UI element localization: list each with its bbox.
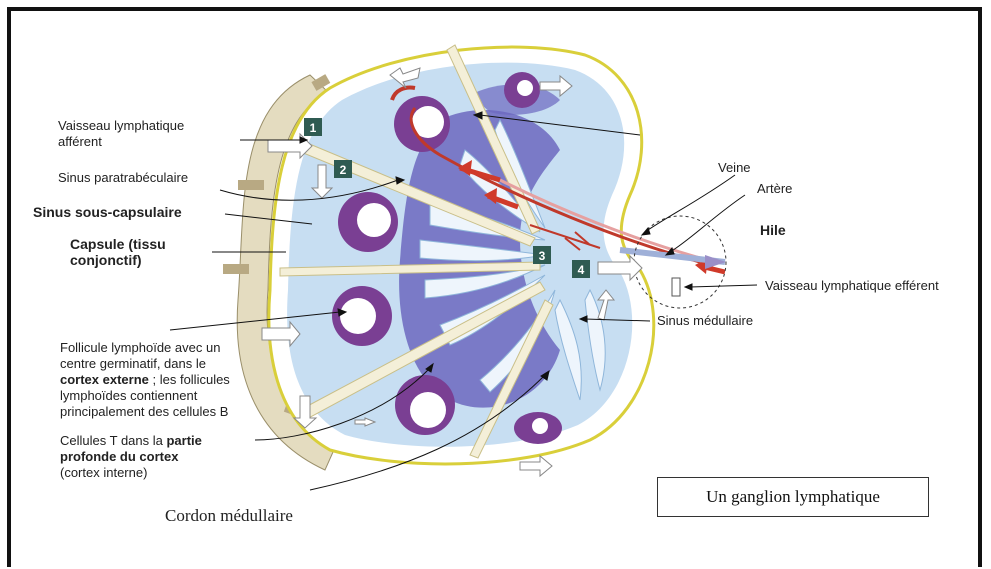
label-capsule: Capsule (tissu conjonctif) bbox=[70, 236, 166, 268]
label-cordon-medullaire: Cordon médullaire bbox=[165, 506, 293, 526]
efferent-arrow bbox=[705, 255, 726, 269]
diagram-title: Un ganglion lymphatique bbox=[657, 477, 929, 517]
label-follicule: Follicule lymphoïde avec un centre germi… bbox=[60, 340, 230, 420]
capsule-stub bbox=[223, 264, 249, 274]
capsule-stub bbox=[238, 180, 264, 190]
label-artere: Artère bbox=[757, 181, 792, 197]
label-cellules-t: Cellules T dans la partie profonde du co… bbox=[60, 433, 202, 481]
marker-3-text: 3 bbox=[539, 249, 546, 263]
marker-2-text: 2 bbox=[340, 163, 347, 177]
label-sinus-sous-capsulaire: Sinus sous-capsulaire bbox=[33, 204, 182, 220]
marker-4-text: 4 bbox=[578, 263, 585, 277]
label-vaisseau-efferent: Vaisseau lymphatique efférent bbox=[765, 278, 939, 294]
label-hile: Hile bbox=[760, 222, 786, 238]
marker-1-text: 1 bbox=[310, 121, 317, 135]
label-sinus-medullaire: Sinus médullaire bbox=[657, 313, 753, 329]
label-veine: Veine bbox=[718, 160, 751, 176]
label-sinus-paratrabeculaire: Sinus paratrabéculaire bbox=[58, 170, 188, 186]
label-vaisseau-afferent: Vaisseau lymphatique afférent bbox=[58, 118, 184, 150]
